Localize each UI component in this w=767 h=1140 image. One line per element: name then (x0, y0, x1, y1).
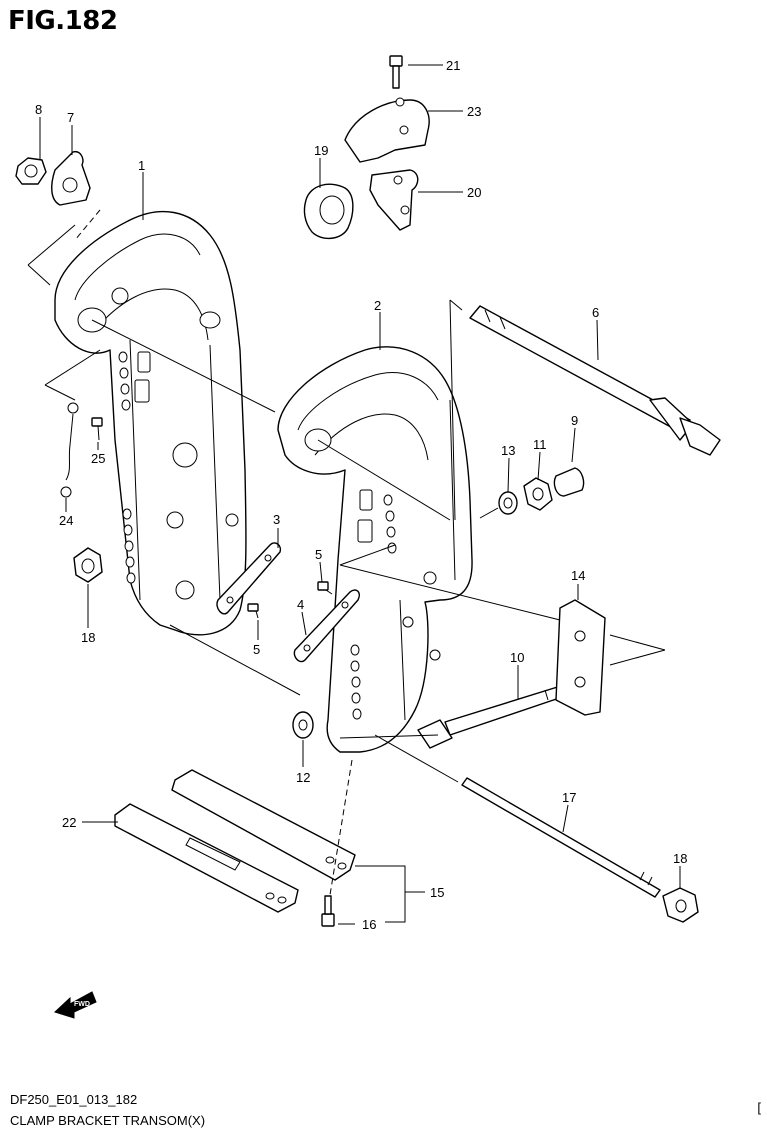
callout-3: 3 (273, 512, 280, 527)
fwd-arrow-icon: FWD (54, 991, 97, 1019)
callout-11: 11 (533, 437, 547, 452)
callout-2: 2 (374, 298, 381, 313)
leader-lines (39, 64, 681, 925)
callout-17: 17 (562, 790, 576, 805)
callout-23: 23 (467, 104, 481, 119)
callout-16: 16 (362, 917, 376, 932)
part-6-tilt-tube (469, 305, 721, 456)
part-25-screw (91, 417, 103, 441)
callout-22: 22 (62, 815, 76, 830)
assembly-lines (27, 209, 666, 896)
callout-1: 1 (138, 158, 145, 173)
part-16-bolt (321, 895, 335, 927)
callout-20: 20 (467, 185, 481, 200)
callout-18-lower: 18 (673, 851, 687, 866)
figure-title: FIG.182 (8, 6, 118, 36)
part-14-plate (555, 599, 606, 716)
callout-5-upper: 5 (315, 547, 322, 562)
part-18-nut-left (73, 547, 103, 583)
part-21-bolt (389, 55, 403, 89)
callout-13: 13 (501, 443, 515, 458)
part-9-bushing (553, 467, 585, 497)
part-3-plate (216, 542, 282, 615)
callout-19: 19 (314, 143, 328, 158)
part-5-screw-lower (247, 603, 259, 619)
part-20-bracket (369, 169, 419, 231)
part-11-nut (523, 477, 553, 511)
model-code: DF250_E01_013_182 (10, 1092, 138, 1107)
part-12-washer (292, 711, 314, 739)
part-13-washer (498, 491, 518, 515)
callout-24: 24 (59, 513, 73, 528)
callout-8: 8 (35, 102, 42, 117)
part-19-grommet (303, 183, 354, 239)
callout-10: 10 (510, 650, 524, 665)
part-1-clamp-bracket-left (54, 210, 247, 636)
part-2-adjust-holes (350, 494, 397, 720)
callout-5-lower: 5 (253, 642, 260, 657)
diagram-caption: CLAMP BRACKET TRANSOM(X) (10, 1113, 206, 1128)
part-2-clamp-bracket-right (277, 346, 473, 753)
part-24-ground-wire (60, 402, 79, 498)
fwd-arrow-text: FWD (74, 1001, 90, 1008)
part-8-nut (15, 157, 47, 185)
callout-labels: 1 2 3 4 5 5 6 7 8 9 10 11 12 13 14 15 16… (35, 58, 687, 932)
callout-6: 6 (592, 305, 599, 320)
callout-14: 14 (571, 568, 585, 583)
part-1-adjust-holes (118, 351, 136, 584)
callout-21: 21 (446, 58, 460, 73)
callout-12: 12 (296, 770, 310, 785)
part-7-flange-plate (51, 151, 91, 206)
part-4-plate (293, 589, 360, 663)
callout-18-left: 18 (81, 630, 95, 645)
part-5-screw-upper (317, 581, 333, 595)
callout-4: 4 (297, 597, 304, 612)
callout-15: 15 (430, 885, 444, 900)
callout-25: 25 (91, 451, 105, 466)
part-17-through-bolt (461, 777, 661, 898)
part-18-nut-lower (662, 887, 699, 923)
callout-9: 9 (571, 413, 578, 428)
part-22-spacer (114, 803, 299, 913)
corner-bracket-mark: [ (757, 1100, 761, 1115)
part-15-spacer (171, 769, 356, 881)
callout-7: 7 (67, 110, 74, 125)
part-23-cover (344, 97, 430, 163)
